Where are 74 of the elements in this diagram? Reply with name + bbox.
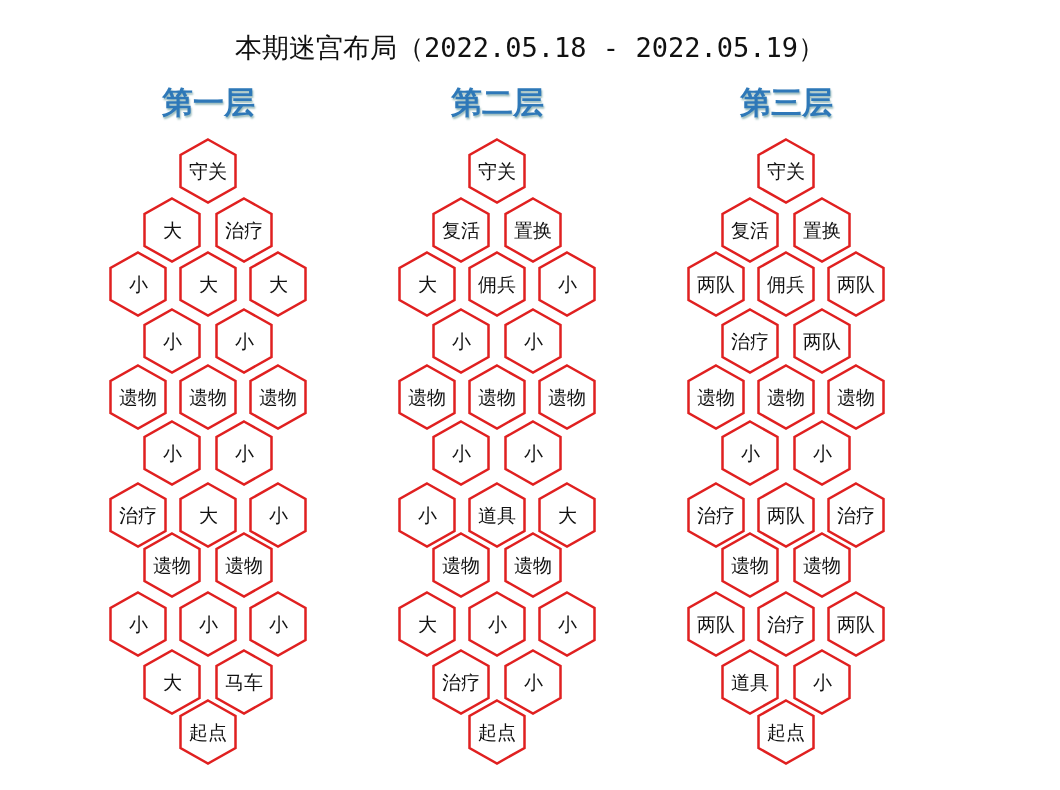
hexagon-cell: 大	[249, 251, 307, 317]
hexagon-cell: 小	[215, 420, 273, 486]
hexagon-cell: 大	[398, 591, 456, 657]
hexagon-cell: 遗物	[215, 532, 273, 598]
hexagon-cell: 两队	[827, 251, 885, 317]
hexagon-cell: 小	[793, 420, 851, 486]
hexagon-cell: 马车	[215, 649, 273, 715]
hexagon-cell: 小	[143, 308, 201, 374]
hexagon-cell: 遗物	[468, 364, 526, 430]
hexagon-cell: 两队	[793, 308, 851, 374]
hexagon-cell: 两队	[687, 251, 745, 317]
hexagon-cell: 大	[538, 482, 596, 548]
hexagon-cell: 大	[143, 197, 201, 263]
hexagon-cell: 遗物	[249, 364, 307, 430]
hexagon-cell: 大	[398, 251, 456, 317]
hexagon-cell: 遗物	[504, 532, 562, 598]
hexagon-cell: 小	[249, 482, 307, 548]
hexagon-cell: 治疗	[721, 308, 779, 374]
hexagon-cell: 治疗	[215, 197, 273, 263]
hexagon-cell: 守关	[179, 138, 237, 204]
hexagon-cell: 小	[432, 420, 490, 486]
hexagon-cell: 遗物	[793, 532, 851, 598]
hexagon-cell: 小	[468, 591, 526, 657]
hexagon-cell: 小	[504, 649, 562, 715]
hexagon-cell: 遗物	[757, 364, 815, 430]
hexagon-cell: 小	[109, 591, 167, 657]
hexagon-cell: 小	[432, 308, 490, 374]
hexagon-cell: 小	[179, 591, 237, 657]
hexagon-cell: 起点	[179, 699, 237, 765]
hexagon-cell: 小	[538, 591, 596, 657]
hexagon-cell: 遗物	[721, 532, 779, 598]
hexagon-cell: 治疗	[687, 482, 745, 548]
hexagon-cell: 治疗	[827, 482, 885, 548]
hexagon-cell: 两队	[827, 591, 885, 657]
hexagon-cell: 复活	[721, 197, 779, 263]
hexagon-cell: 小	[143, 420, 201, 486]
layer-heading: 第一层	[160, 83, 256, 122]
hexagon-cell: 遗物	[179, 364, 237, 430]
layer-heading: 第二层	[449, 83, 545, 122]
hexagon-cell: 起点	[757, 699, 815, 765]
hexagon-cell: 起点	[468, 699, 526, 765]
layer-heading: 第三层	[738, 83, 834, 122]
hexagon-cell: 遗物	[398, 364, 456, 430]
hexagon-cell: 大	[143, 649, 201, 715]
hexagon-cell: 遗物	[143, 532, 201, 598]
hexagon-cell: 遗物	[109, 364, 167, 430]
hexagon-cell: 小	[249, 591, 307, 657]
hexagon-cell: 遗物	[827, 364, 885, 430]
hexagon-cell: 佣兵	[757, 251, 815, 317]
hexagon-cell: 大	[179, 251, 237, 317]
hexagon-cell: 两队	[687, 591, 745, 657]
hexagon-cell: 小	[793, 649, 851, 715]
title: 本期迷宫布局（2022.05.18 - 2022.05.19）	[234, 31, 826, 65]
hexagon-cell: 守关	[757, 138, 815, 204]
hexagon-cell: 大	[179, 482, 237, 548]
hexagon-cell: 小	[538, 251, 596, 317]
hexagon-cell: 小	[215, 308, 273, 374]
hexagon-cell: 小	[398, 482, 456, 548]
hexagon-cell: 治疗	[109, 482, 167, 548]
hexagon-cell: 小	[504, 420, 562, 486]
hexagon-cell: 遗物	[432, 532, 490, 598]
hexagon-cell: 置换	[793, 197, 851, 263]
hexagon-cell: 治疗	[432, 649, 490, 715]
hexagon-cell: 遗物	[687, 364, 745, 430]
hexagon-cell: 遗物	[538, 364, 596, 430]
hexagon-cell: 复活	[432, 197, 490, 263]
hexagon-cell: 治疗	[757, 591, 815, 657]
hexagon-cell: 佣兵	[468, 251, 526, 317]
hexagon-cell: 道具	[721, 649, 779, 715]
hexagon-cell: 小	[721, 420, 779, 486]
hexagon-cell: 守关	[468, 138, 526, 204]
hexagon-cell: 小	[504, 308, 562, 374]
hexagon-cell: 置换	[504, 197, 562, 263]
hexagon-cell: 小	[109, 251, 167, 317]
